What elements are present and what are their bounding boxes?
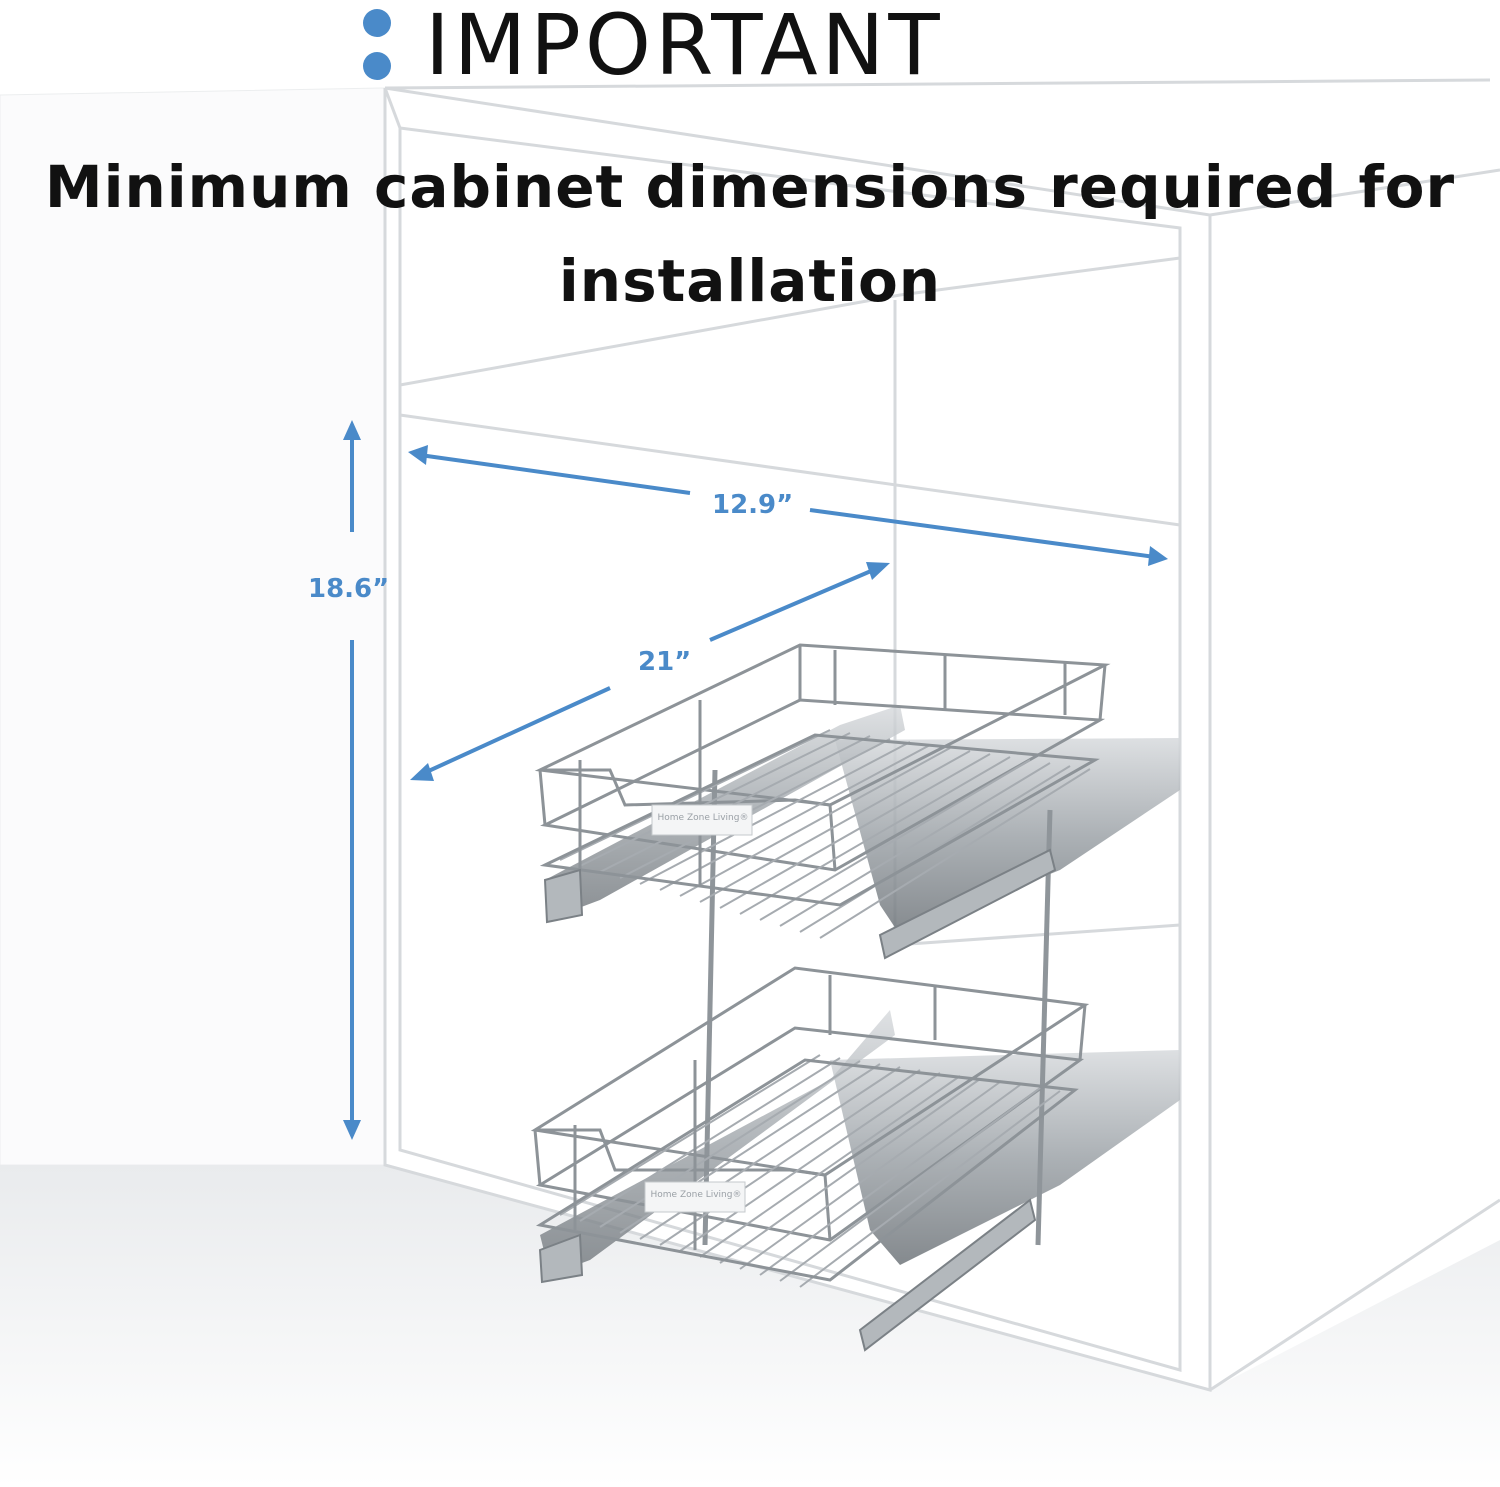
arrow-down-left-icon [410, 763, 434, 781]
arrow-down-icon [343, 1120, 361, 1140]
brand-tag-upper: Home Zone Living® [657, 813, 749, 823]
upper-basket [534, 643, 1111, 939]
basket-posts [702, 769, 1053, 1246]
page-title: IMPORTANT [425, 0, 944, 94]
brand-tag-lower: Home Zone Living® [650, 1190, 742, 1200]
subtitle-line-1: Minimum cabinet dimensions required for [44, 153, 1456, 221]
floor-shadow [0, 1165, 1500, 1487]
front-runners [538, 848, 1057, 1352]
brand-tags [644, 804, 753, 1213]
dimension-arrows [343, 420, 1168, 1140]
width-dimension-label: 12.9” [706, 490, 800, 520]
arrow-up-icon [343, 420, 361, 440]
lower-basket [530, 966, 1090, 1288]
two-dot-bullet-icon [363, 9, 391, 80]
arrow-left-icon [408, 445, 428, 465]
height-dimension-label: 18.6” [308, 574, 390, 604]
arrow-up-right-icon [866, 562, 890, 580]
arrow-right-icon [1148, 546, 1168, 566]
cabinet-frame [383, 78, 1500, 1392]
subtitle-line-2: installation [558, 247, 942, 315]
depth-dimension-label: 21” [632, 647, 698, 677]
subtitle: Minimum cabinet dimensions required for … [0, 140, 1500, 328]
